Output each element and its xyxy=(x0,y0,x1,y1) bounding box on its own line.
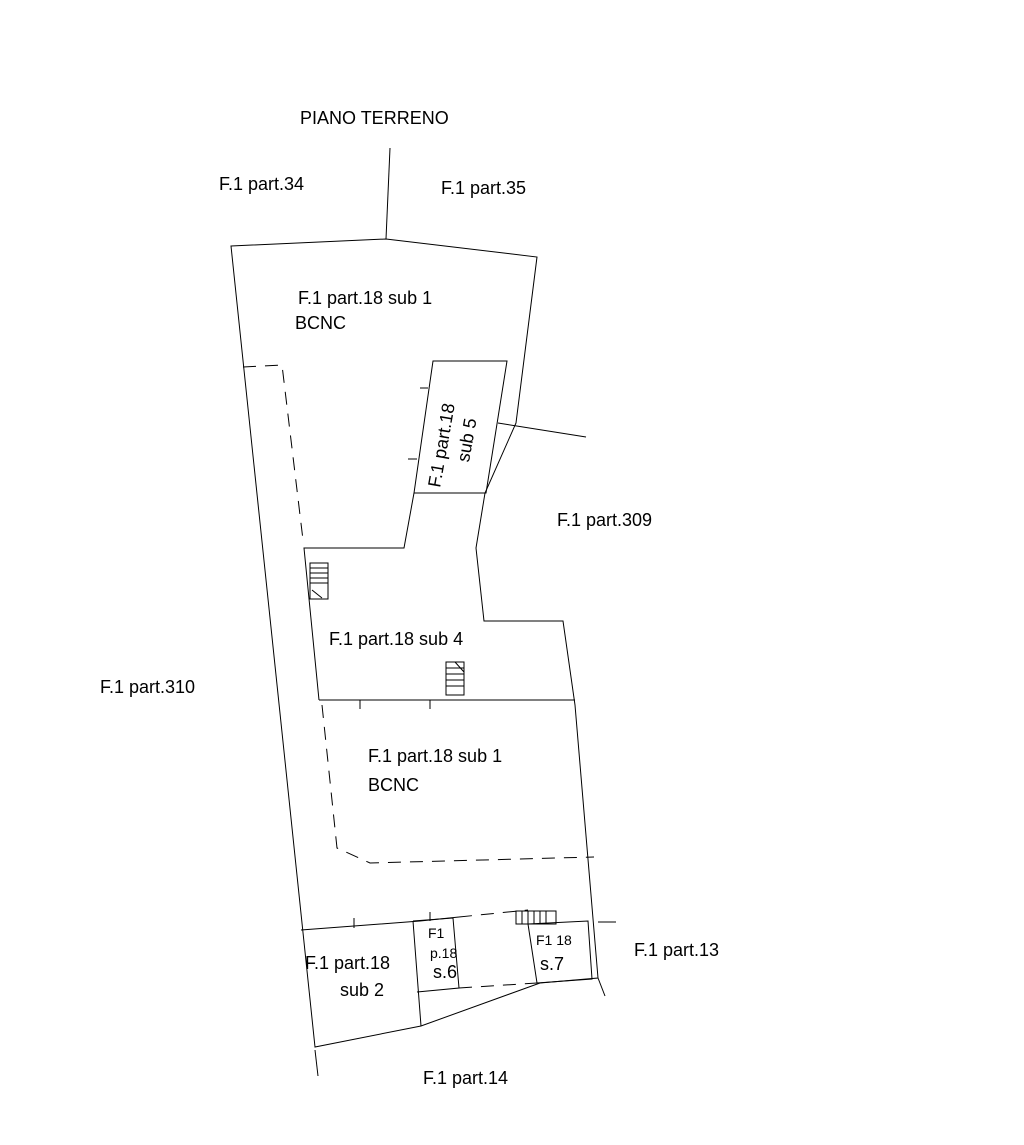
stair-icon xyxy=(309,562,329,600)
sub5-room xyxy=(413,360,508,494)
unit-sub2-sub: sub 2 xyxy=(340,980,384,1000)
dashed-top-corridor xyxy=(458,909,529,918)
dashed-upper-left xyxy=(242,364,304,541)
unit-sub4-label: F.1 part.18 sub 4 xyxy=(329,629,463,649)
boundary-lines xyxy=(314,147,616,1077)
unit-sub5-label-group: F.1 part.18 sub 5 xyxy=(424,402,480,489)
neighbor-label-13: F.1 part.13 xyxy=(634,940,719,960)
plan-title: PIANO TERRENO xyxy=(300,108,449,128)
unit-sub7-line1: F1 18 xyxy=(536,932,572,948)
boundary-13-14 xyxy=(597,977,606,997)
neighbor-label-34: F.1 part.34 xyxy=(219,174,304,194)
boundary-310-14 xyxy=(314,1049,319,1077)
unit-sub6-line2: p.18 xyxy=(430,945,457,961)
sub7-room xyxy=(527,920,593,984)
neighbor-label-310: F.1 part.310 xyxy=(100,677,195,697)
neighbor-label-35: F.1 part.35 xyxy=(441,178,526,198)
wall-ticks xyxy=(353,387,431,928)
neighbor-label-14: F.1 part.14 xyxy=(423,1068,508,1088)
sub1-inner-wall xyxy=(303,492,415,701)
unit-sub6-line3: s.6 xyxy=(433,962,457,982)
unit-sub1-top-label: F.1 part.18 sub 1 xyxy=(298,288,432,308)
unit-sub1-top-bcnc: BCNC xyxy=(295,313,346,333)
neighbor-label-309: F.1 part.309 xyxy=(557,510,652,530)
sub6-room xyxy=(412,917,460,993)
unit-sub6-line1: F1 xyxy=(428,925,445,941)
parcel-outline xyxy=(230,238,599,1048)
dashed-lower-area xyxy=(321,704,595,864)
stair-icon xyxy=(515,910,557,925)
unit-sub5-label: F.1 part.18 xyxy=(424,402,458,489)
unit-sub2-label: F.1 part.18 xyxy=(305,953,390,973)
unit-sub5-sub: sub 5 xyxy=(453,417,480,464)
boundary-34-35 xyxy=(385,147,391,240)
stair-icon xyxy=(445,661,465,696)
dashed-lines xyxy=(242,364,595,989)
sub2-wall xyxy=(412,920,422,1027)
dashed-bottom-corridor xyxy=(458,982,538,989)
unit-sub1-bottom-label: F.1 part.18 sub 1 xyxy=(368,746,502,766)
unit-sub7-line2: s.7 xyxy=(540,954,564,974)
boundary-35-309 xyxy=(497,422,587,438)
unit-sub1-bottom-bcnc: BCNC xyxy=(368,775,419,795)
